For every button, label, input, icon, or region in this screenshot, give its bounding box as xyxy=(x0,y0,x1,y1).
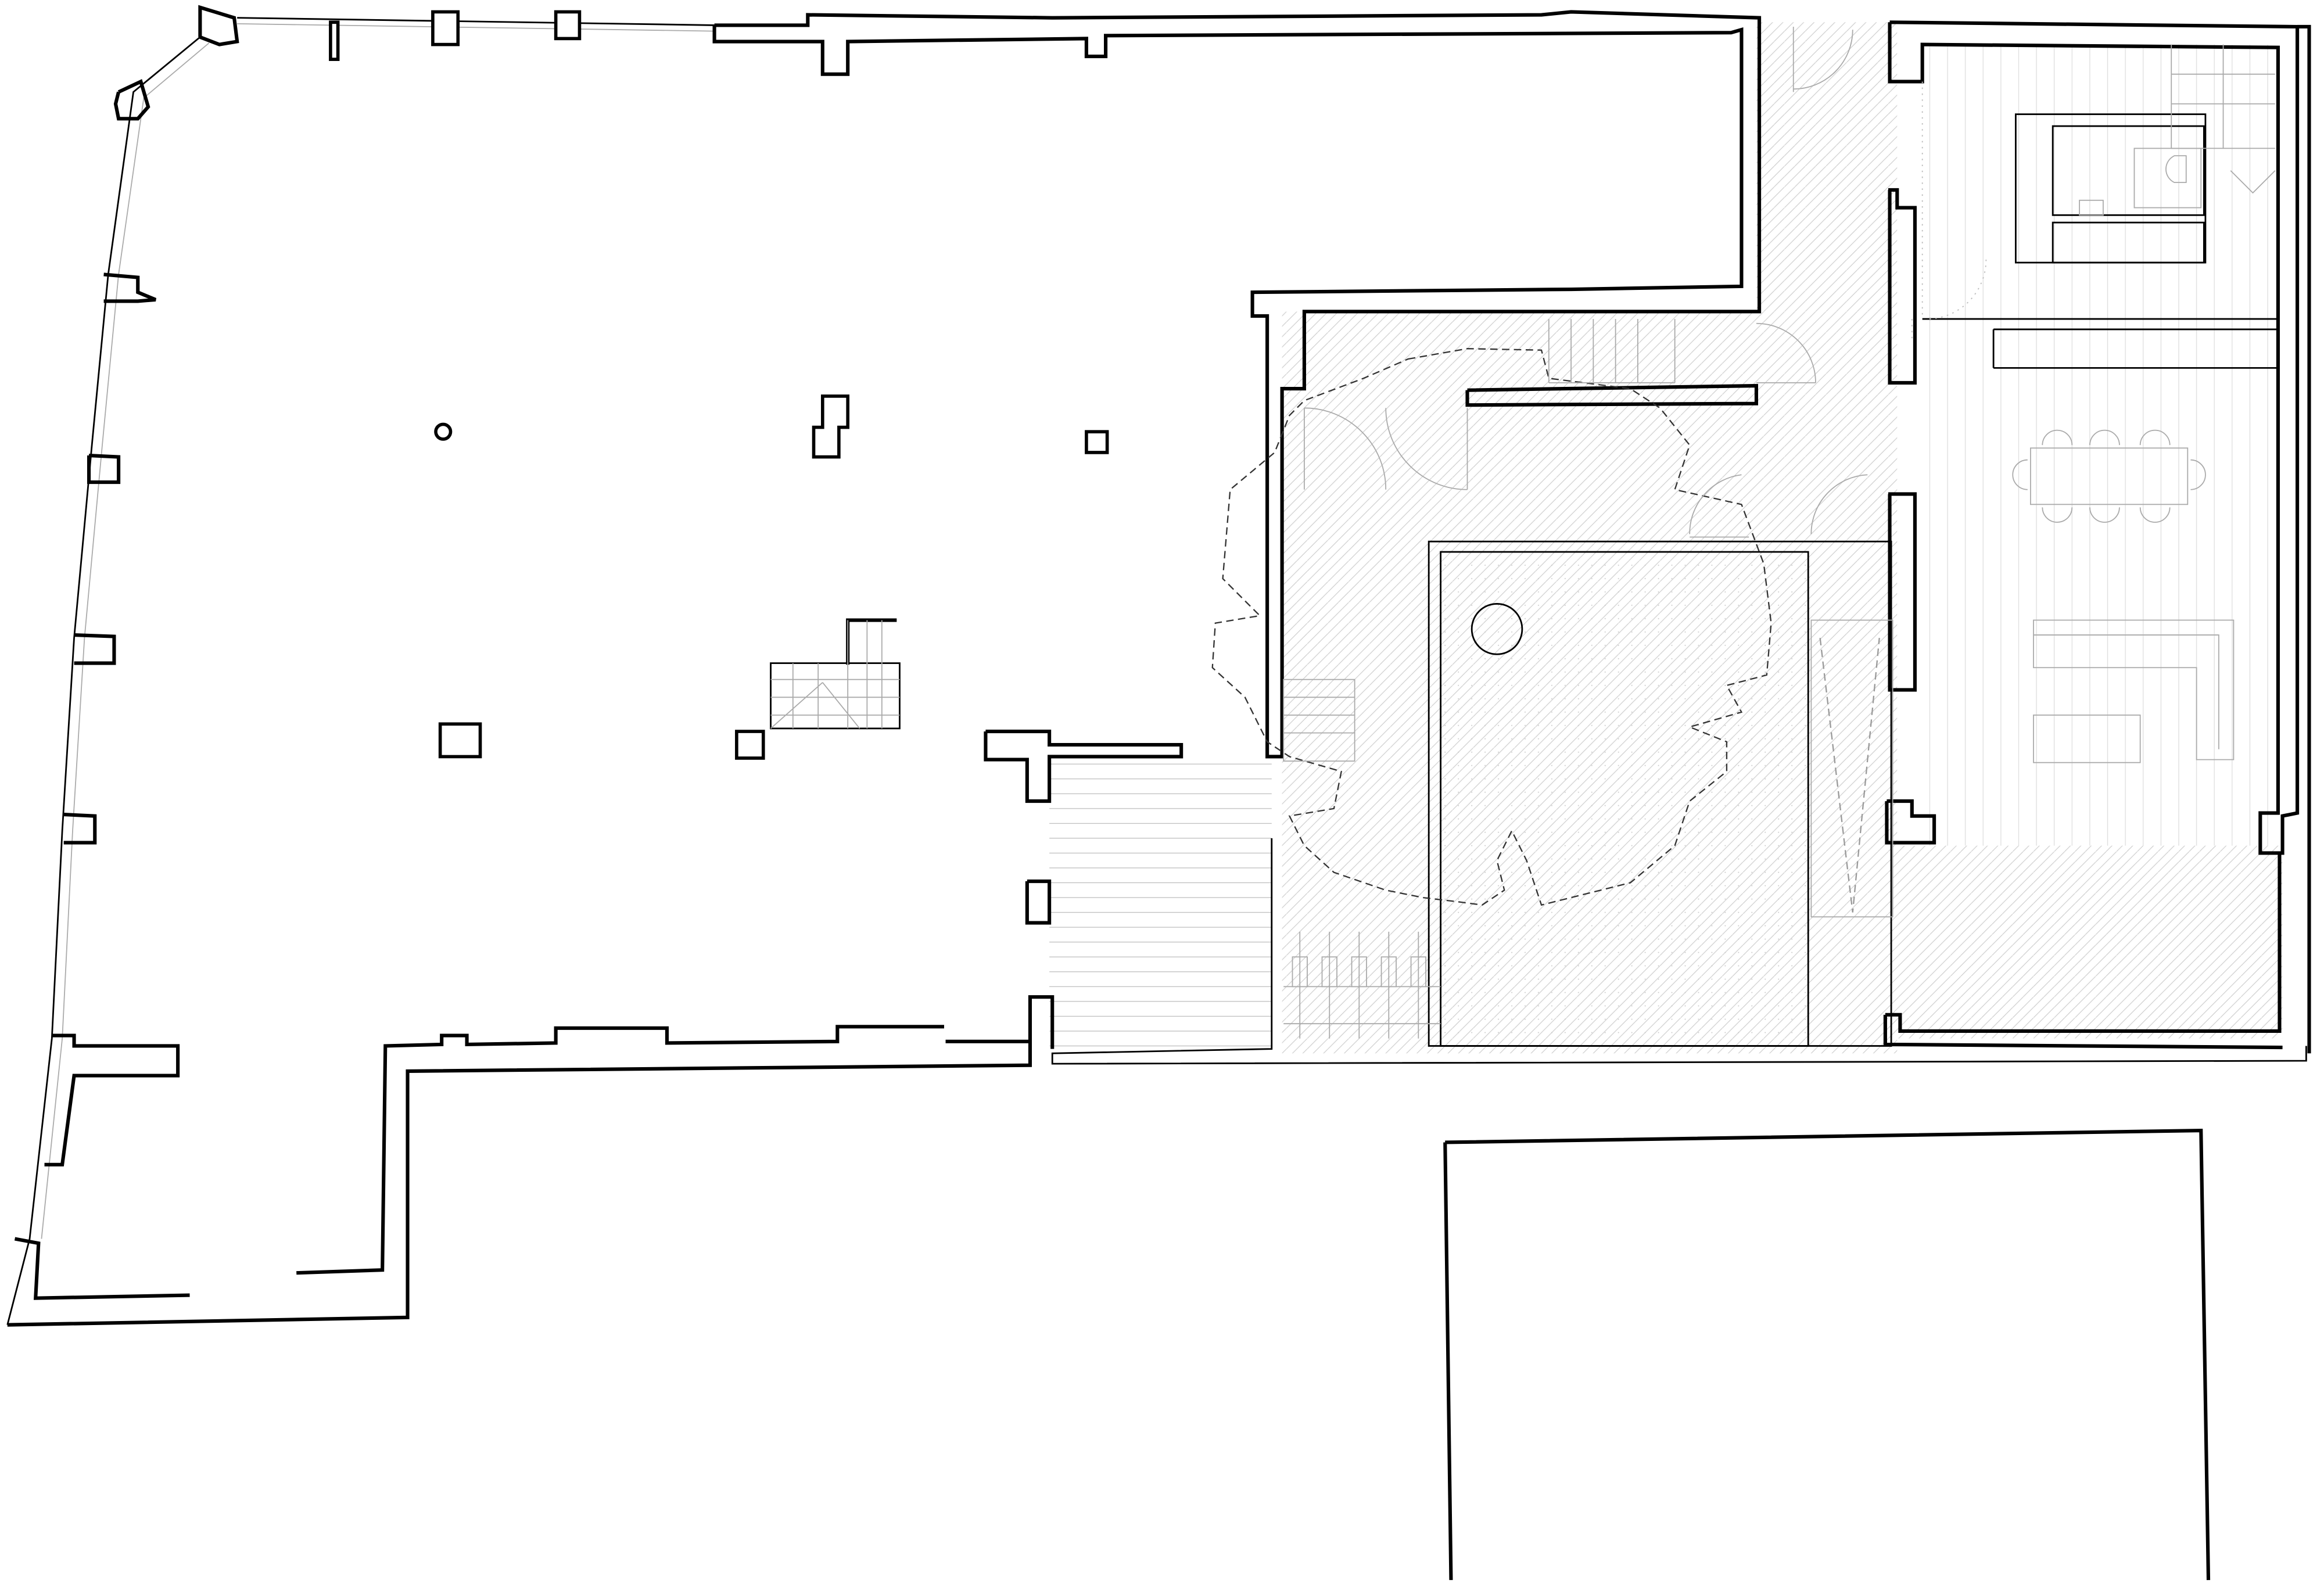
walls xyxy=(7,5,2311,1580)
column-icon xyxy=(434,422,453,441)
column-icon xyxy=(735,730,765,760)
door-swing-icon xyxy=(1304,26,1868,538)
dining-table-icon xyxy=(2012,429,2206,523)
column-icon xyxy=(431,10,460,46)
bicycle-rack-icon xyxy=(1283,931,1441,1039)
deck-edge xyxy=(1051,838,2307,1065)
column-icon xyxy=(329,20,340,61)
column-icon xyxy=(554,10,582,41)
left-facade xyxy=(6,17,715,1325)
tree-trunk-icon xyxy=(1471,603,1523,655)
columns xyxy=(329,10,1109,760)
courtyard-lawn xyxy=(1440,552,1809,1048)
stair-icon xyxy=(770,618,901,730)
column-icon xyxy=(812,394,849,459)
bathroom-block xyxy=(1911,44,2278,369)
stair-icon xyxy=(1283,319,1676,762)
sink-icon xyxy=(2079,199,2104,216)
sofa-icon xyxy=(2033,619,2235,763)
courtyard xyxy=(1428,540,1893,1047)
column-icon xyxy=(438,722,482,759)
deck-area xyxy=(1049,759,1272,1049)
timber-floor xyxy=(1919,44,2283,846)
tree-canopy-icon xyxy=(1211,348,1772,906)
column-icon xyxy=(1085,430,1109,454)
toilet-icon xyxy=(2165,155,2187,184)
